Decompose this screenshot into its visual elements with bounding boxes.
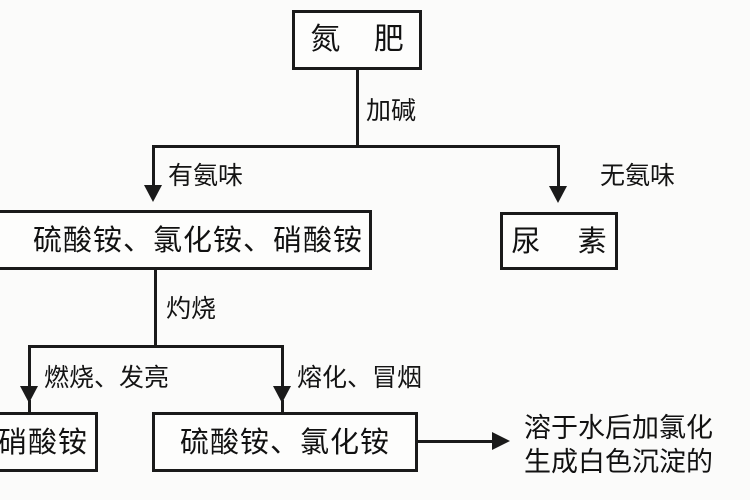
connector-drop-sulfate-chloride [281, 400, 284, 412]
edge-label-no-ammonia-smell: 无氨味 [600, 161, 676, 190]
node-urea-label: 尿 素 [511, 223, 621, 258]
arrowhead-lower-right-branch [273, 386, 291, 403]
connector-lower-right-vertical [281, 345, 284, 390]
connector-right-branch-vertical [557, 145, 560, 190]
edge-label-add-alkali: 加碱 [366, 96, 417, 125]
note-barium-line-1: 溶于水后加氯化 [524, 413, 713, 444]
arrowhead-left-branch [144, 185, 162, 202]
note-barium-line-2: 生成白色沉淀的 [524, 446, 713, 478]
node-urea: 尿 素 [500, 212, 618, 270]
node-ammonium-salts-group-label: 硫酸铵、氯化铵、硝酸铵 [32, 222, 363, 257]
node-ammonium-nitrate-label: 硝酸铵 [0, 424, 88, 459]
connector-split-bar-top [152, 145, 560, 148]
connector-ammonium-group-stem [154, 270, 157, 346]
arrowhead-barium-note [492, 432, 510, 450]
connector-fertilizer-stem [356, 70, 359, 145]
node-ammonium-sulfate-chloride-label: 硫酸铵、氯化铵 [179, 424, 390, 459]
note-barium-chloride-test: 溶于水后加氯化 生成白色沉淀的 [524, 412, 713, 480]
node-nitrogen-fertilizer: 氮 肥 [292, 10, 422, 70]
edge-label-melt-and-smoke: 熔化、冒烟 [297, 363, 423, 392]
connector-lower-left-vertical [28, 345, 31, 390]
arrowhead-lower-left-branch [20, 386, 38, 403]
node-nitrogen-fertilizer-label: 氮 肥 [310, 22, 416, 57]
connector-split-bar-bottom [28, 345, 284, 348]
connector-left-branch-vertical [152, 145, 155, 190]
edge-label-has-ammonia-smell: 有氨味 [168, 161, 244, 190]
node-ammonium-salts-group: 硫酸铵、氯化铵、硝酸铵 [0, 210, 372, 270]
edge-label-ignite: 灼烧 [166, 294, 217, 323]
edge-label-burn-and-glow: 燃烧、发亮 [44, 363, 170, 392]
connector-drop-ammonium-nitrate [28, 400, 31, 412]
connector-to-barium-note [418, 440, 494, 443]
node-ammonium-nitrate: 硝酸铵 [0, 412, 98, 472]
node-ammonium-sulfate-chloride: 硫酸铵、氯化铵 [152, 412, 418, 472]
arrowhead-right-branch [549, 186, 567, 203]
